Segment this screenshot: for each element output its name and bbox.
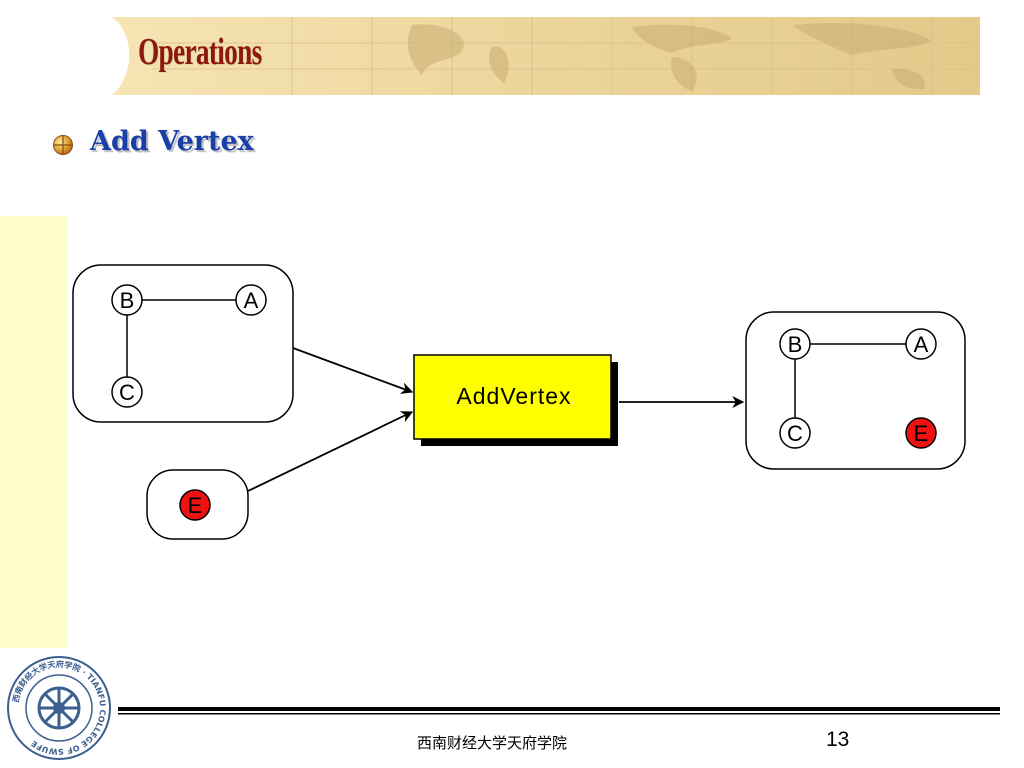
input-vertex-c-label: C	[119, 380, 135, 405]
globe-bullet-icon	[53, 135, 73, 155]
slide-title: Operations	[138, 31, 262, 73]
page-number: 13	[826, 728, 850, 751]
arrow-vertex-to-operation	[247, 411, 414, 492]
input-vertex-b-label: B	[120, 288, 135, 313]
footer-rule	[118, 707, 1000, 715]
input-vertex-a: A	[235, 284, 267, 316]
footer-institution: 西南财经大学天府学院	[417, 734, 568, 752]
output-vertex-e: E	[905, 417, 937, 449]
input-vertex-b: B	[111, 284, 143, 316]
output-vertex-a-label: A	[914, 332, 929, 357]
input-vertex-c: C	[111, 376, 143, 408]
header-banner	[112, 17, 980, 95]
output-vertex-c-label: C	[787, 421, 803, 446]
left-decor-strip	[0, 216, 68, 648]
output-vertex-e-label: E	[914, 421, 929, 446]
output-vertex-b-label: B	[788, 332, 803, 357]
output-vertex-c: C	[779, 417, 811, 449]
operation-label: AddVertex	[456, 383, 571, 409]
input-vertex-a-label: A	[244, 288, 259, 313]
bullet-text: Add Vertex	[90, 126, 254, 157]
new-vertex-e: E	[179, 489, 211, 521]
output-vertex-a: A	[905, 328, 937, 360]
college-seal-icon: 西南财经大学天府学院 · TIANFU COLLEGE OF SWUFE	[7, 656, 111, 760]
new-vertex-e-label: E	[188, 493, 203, 518]
operation-box	[413, 354, 612, 440]
output-vertex-b: B	[779, 328, 811, 360]
arrow-graph-to-operation	[292, 347, 414, 394]
